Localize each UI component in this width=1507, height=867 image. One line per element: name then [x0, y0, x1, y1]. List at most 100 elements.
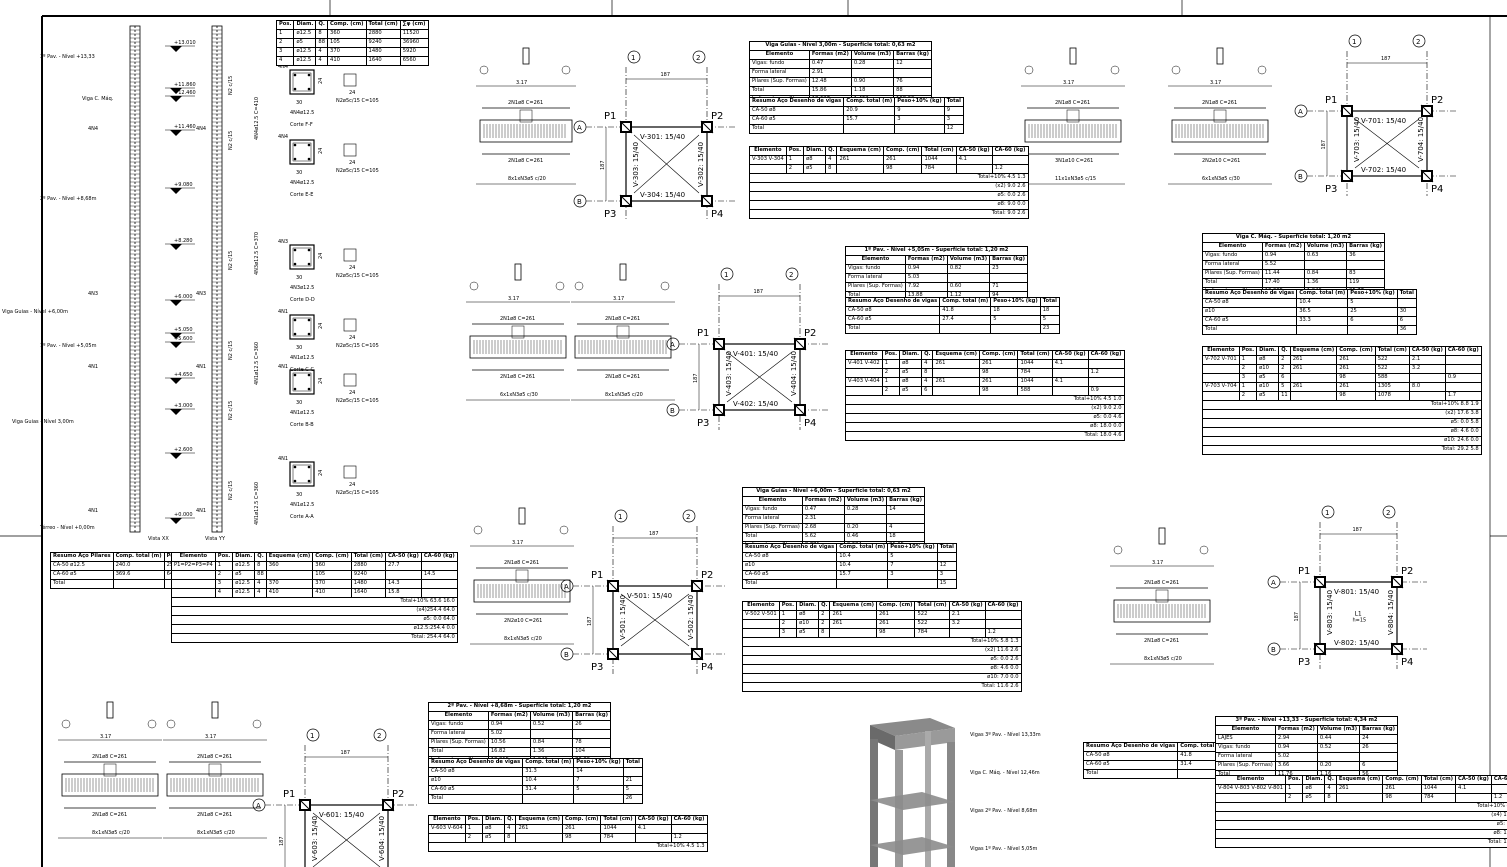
table-cell: 15.7	[843, 115, 896, 125]
axis-letter: B	[1298, 173, 1303, 181]
beam-span: 3.17	[508, 296, 519, 302]
table-cell: ø5	[1256, 373, 1280, 383]
axis-bubble-1	[1348, 34, 1362, 48]
section-width: 30	[296, 170, 302, 176]
table-header: CA-50 (kg)	[1408, 346, 1446, 356]
table-cell	[265, 570, 314, 580]
beam-section	[1213, 109, 1227, 123]
level-value: +6.000	[174, 294, 193, 300]
table-cell: ø12.5	[232, 561, 256, 571]
table-cell: Forma lateral	[845, 273, 906, 283]
table-header: Q.	[1278, 346, 1291, 356]
table-cell: Pilares (Sup. Formas)	[742, 523, 803, 533]
pillar-name: P1	[1298, 566, 1310, 577]
bar-mark: 4N3	[196, 291, 206, 297]
axis-bubble-2	[692, 50, 706, 64]
table-header: Barras (kg)	[1346, 242, 1385, 252]
beam-section	[1155, 589, 1169, 603]
table-cell	[886, 514, 925, 524]
stirrup-spec: N2ø5c/15 C=105	[336, 490, 379, 496]
floor-level-label: Viga C. Máq.	[82, 95, 114, 102]
table-header: Total (cm)	[1017, 350, 1053, 360]
table-cell: 370	[312, 579, 352, 589]
rebar-dot	[293, 332, 297, 336]
beam-label-top: V-701: 15/40	[1361, 117, 1406, 125]
plan-dim: 187	[1321, 140, 1327, 150]
section-outline	[289, 369, 315, 395]
table-cell: 88	[893, 86, 932, 96]
pillar-name: P4	[1401, 657, 1413, 668]
table-cell: 3	[214, 579, 234, 589]
bar-mark: 4N4	[88, 126, 98, 132]
table-cell: LAJES	[1215, 734, 1276, 744]
table-header: Q.	[1324, 775, 1337, 785]
beam-section	[519, 109, 533, 123]
table-cell: 1.7	[1444, 391, 1482, 401]
section-height: 24	[318, 253, 324, 259]
pillar-hatch-line	[700, 194, 714, 208]
table-cell: CA-50 ø8	[427, 767, 524, 777]
table-cell: 784	[1017, 368, 1053, 378]
table-total: ø8: 18.0 0.0	[845, 422, 1125, 432]
table-cell: 15	[936, 579, 957, 589]
table-header: Q.	[921, 350, 934, 360]
table-cell: Pilares (Sup. Formas)	[1215, 761, 1276, 771]
axis-bubble	[1257, 65, 1267, 75]
section-cut: Corte B-B	[290, 422, 314, 428]
table-cell: 522	[1374, 355, 1410, 365]
table-cell: 0.90	[850, 77, 895, 87]
level-triangle	[170, 130, 182, 136]
table-cell	[1289, 391, 1338, 401]
table-cell: 5	[1278, 382, 1291, 392]
table-cell: 0.52	[529, 720, 574, 730]
beam-outline	[1024, 119, 1122, 143]
table-cell: 2.91	[808, 68, 852, 78]
table-cell	[845, 386, 883, 396]
table-cell: 36.5	[1296, 307, 1349, 317]
plan-dim: 187	[279, 836, 285, 846]
pillar-hatch-line	[1340, 169, 1354, 183]
table-cell: 3.66	[1274, 761, 1318, 771]
beam-icon	[522, 47, 530, 65]
table-cell: Vigas: fundo	[749, 59, 810, 69]
table-total: Total: 11.6 2.6	[742, 682, 1022, 692]
table-header: Comp. (cm)	[875, 601, 916, 611]
table-cell: 4	[315, 56, 328, 66]
table-cell: 1.2	[1490, 793, 1507, 803]
beam-outline	[479, 119, 573, 143]
table-cell: 2	[818, 610, 831, 620]
iso-note: Vigas 2º Pav. - Nível 8,68m	[970, 807, 1038, 814]
beam-icon	[619, 263, 627, 281]
table-cell: V-804 V-803 V-802 V-801	[1214, 784, 1287, 794]
table-cell: ø8	[1256, 355, 1280, 365]
table-header: Volume (m3)	[843, 496, 888, 506]
table-header: Pos.	[1285, 775, 1304, 785]
table-cell: 261	[1336, 364, 1376, 374]
rebar-dot	[293, 387, 297, 391]
level-triangle	[170, 46, 182, 52]
pillar-name: P4	[1431, 184, 1443, 195]
table-header: Barras (kg)	[893, 50, 932, 60]
section-height: 24	[318, 78, 324, 84]
section-stirrup	[292, 317, 312, 337]
table-cell: 8	[818, 628, 831, 638]
table-cell: 4.1	[1455, 784, 1492, 794]
table-cell: 10.4	[836, 552, 889, 562]
table-header: Volume (m3)	[1303, 242, 1348, 252]
rebar-dot	[307, 262, 311, 266]
axis-bubble	[166, 719, 176, 729]
table-header: Esquema (cm)	[932, 350, 980, 360]
